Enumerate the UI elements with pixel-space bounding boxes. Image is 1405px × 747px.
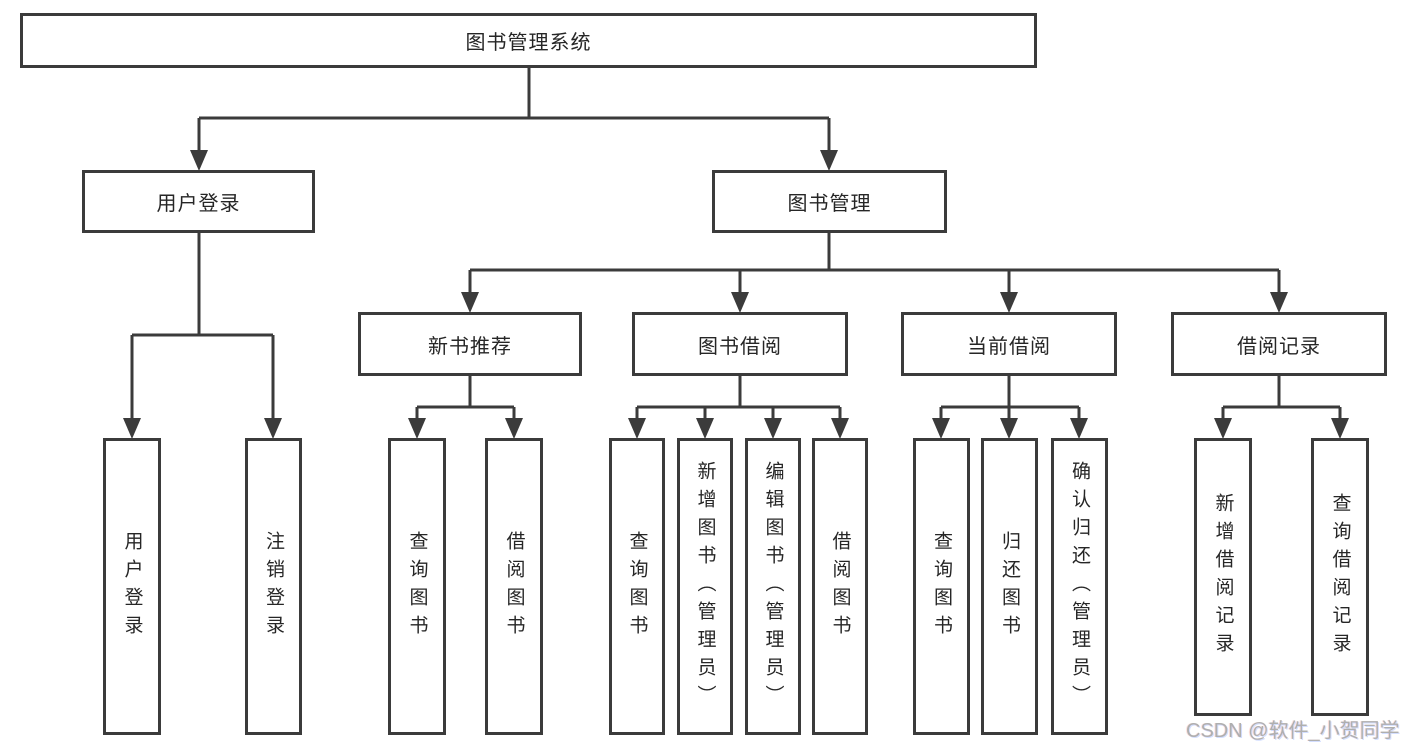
leaf-label: 注销登录 [263,530,284,643]
arrowheads [123,150,1349,439]
node-label: 新书推荐 [428,335,512,358]
leaf-label: 用户登录 [121,530,143,643]
leaf-label: 编辑图书（管理员） [762,460,784,713]
node-label: 图书管理系统 [465,32,592,54]
csdn-watermark: CSDN @软件_小贺同学 [1186,720,1400,742]
leaf-label: 确认归还（管理员） [1069,460,1090,713]
node-current-borrowing: 当前借阅 [901,312,1117,376]
leaf-borrow-books-recommend: 借阅图书 [485,438,543,735]
node-label: 当前借阅 [967,335,1051,358]
node-book-borrowing: 图书借阅 [632,312,848,376]
leaf-label: 查询图书 [626,530,648,643]
node-borrowing-records: 借阅记录 [1171,312,1387,376]
leaf-borrow-books: 借阅图书 [812,438,868,735]
leaf-query-books-recommend: 查询图书 [388,438,446,735]
node-book-management: 图书管理 [712,170,947,233]
leaf-add-books-admin: 新增图书（管理员） [677,438,733,735]
leaf-label: 归还图书 [999,530,1020,643]
leaf-return-books: 归还图书 [981,438,1038,735]
leaf-query-borrow-record: 查询借阅记录 [1311,438,1369,716]
leaf-label: 查询图书 [406,530,428,643]
leaf-label: 借阅图书 [503,530,525,643]
node-library-management-system: 图书管理系统 [20,13,1037,68]
leaf-user-login: 用户登录 [103,438,161,735]
node-label: 借阅记录 [1237,335,1321,358]
leaf-label: 查询图书 [931,530,952,643]
leaf-label: 借阅图书 [829,530,851,643]
leaf-confirm-return-admin: 确认归还（管理员） [1051,438,1108,735]
leaf-edit-books-admin: 编辑图书（管理员） [745,438,801,735]
node-user-login: 用户登录 [82,170,315,233]
leaf-query-books-current: 查询图书 [913,438,970,735]
node-new-book-recommendation: 新书推荐 [358,312,582,376]
node-label: 图书借阅 [698,335,782,358]
leaf-label: 新增借阅记录 [1212,493,1234,661]
leaf-query-books-borrowing: 查询图书 [609,438,665,735]
leaf-label: 查询借阅记录 [1329,493,1351,661]
node-label: 图书管理 [787,193,872,215]
leaf-add-borrow-record: 新增借阅记录 [1194,438,1252,716]
leaf-label: 新增图书（管理员） [694,460,716,713]
leaf-logout: 注销登录 [245,438,302,735]
node-label: 用户登录 [156,193,241,215]
